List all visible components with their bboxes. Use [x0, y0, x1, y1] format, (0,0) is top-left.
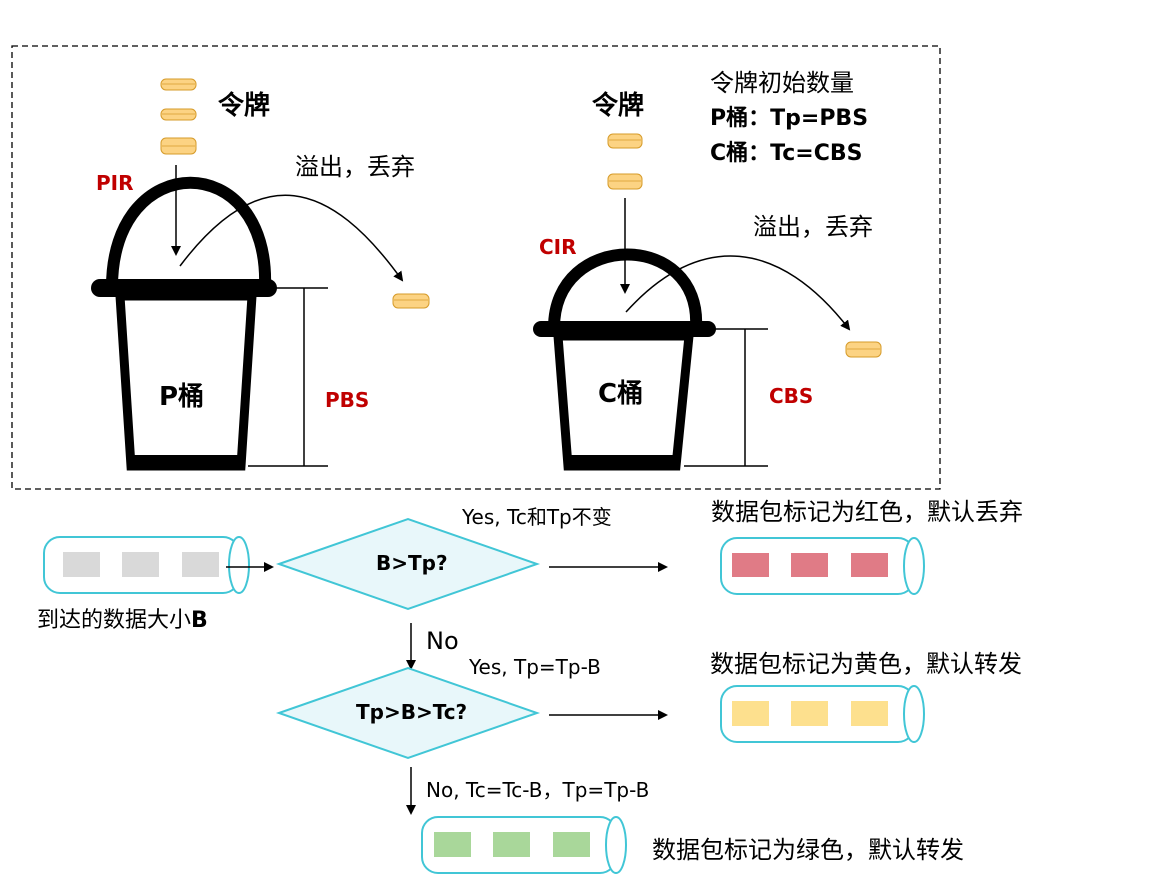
p-bucket-label: P桶: [159, 382, 205, 412]
decision-1-no-label: No: [426, 627, 459, 655]
packet-red: [732, 553, 769, 577]
arrival-label-text: 到达的数据大小: [37, 608, 192, 633]
c-bucket-body: [553, 331, 694, 471]
p-token-stack: [160, 78, 197, 155]
packet-green: [553, 832, 590, 857]
yellow-packet-pipe: [720, 685, 925, 743]
packet-gray: [182, 552, 219, 577]
decision-1-text: B>Tp?: [376, 551, 448, 575]
red-packet-pipe: [720, 537, 925, 595]
p-bucket-dome: [106, 176, 272, 288]
result-yellow-label: 数据包标记为黄色，默认转发: [710, 650, 1022, 678]
init-info-c: C桶：Tc=CBS: [710, 141, 863, 166]
decision-1-yes-label: Yes, Tc和Tp不变: [462, 505, 612, 529]
packet-yellow: [732, 701, 769, 726]
packet-red: [791, 553, 828, 577]
c-overflow-arrow: [625, 255, 851, 331]
packet-red: [851, 553, 888, 577]
token-icon: [607, 133, 643, 149]
c-discarded-token: [845, 341, 882, 358]
token-icon: [160, 78, 197, 91]
top-panel-border: [11, 45, 941, 490]
c-bucket-dome: [548, 248, 703, 329]
packet-yellow: [791, 701, 828, 726]
packet-green: [434, 832, 471, 857]
cir-label: CIR: [539, 235, 577, 259]
result-green-label: 数据包标记为绿色，默认转发: [652, 836, 964, 864]
cbs-label: CBS: [769, 384, 814, 408]
init-info-title: 令牌初始数量: [710, 69, 854, 97]
p-bucket-body: [115, 291, 257, 471]
packet-gray: [122, 552, 159, 577]
cbs-bracket: [684, 328, 768, 467]
token-icon: [607, 173, 643, 190]
pbs-label: PBS: [325, 388, 370, 412]
packet-yellow: [851, 701, 888, 726]
init-info-p: P桶：Tp=PBS: [710, 106, 869, 131]
decision-2-diamond: [275, 666, 541, 760]
arrival-packet-pipe: [43, 536, 250, 594]
c-bucket-label: C桶: [598, 379, 644, 409]
p-discarded-token: [392, 293, 430, 309]
p-overflow-label: 溢出，丢弃: [295, 153, 415, 181]
decision-1-diamond: [275, 517, 541, 611]
c-token-stack: [607, 133, 643, 190]
result-red-label: 数据包标记为红色，默认丢弃: [711, 498, 1023, 526]
token-icon: [160, 137, 197, 155]
arrival-label-var: B: [191, 608, 208, 633]
pbs-bracket: [248, 287, 328, 467]
green-packet-pipe: [421, 816, 627, 874]
arrival-label: 到达的数据大小B: [37, 610, 208, 632]
pir-label: PIR: [96, 171, 134, 195]
packet-green: [493, 832, 530, 857]
c-overflow-label: 溢出，丢弃: [753, 213, 873, 241]
decision-2-text: Tp>B>Tc?: [356, 700, 468, 724]
decision-2-yes-label: Yes, Tp=Tp-B: [469, 655, 601, 679]
c-token-label: 令牌: [592, 91, 645, 121]
p-token-label: 令牌: [218, 91, 271, 121]
packet-gray: [63, 552, 100, 577]
token-icon: [160, 108, 197, 121]
p-overflow-arrow: [179, 194, 404, 282]
decision-2-no-label: No, Tc=Tc-B，Tp=Tp-B: [426, 778, 650, 802]
